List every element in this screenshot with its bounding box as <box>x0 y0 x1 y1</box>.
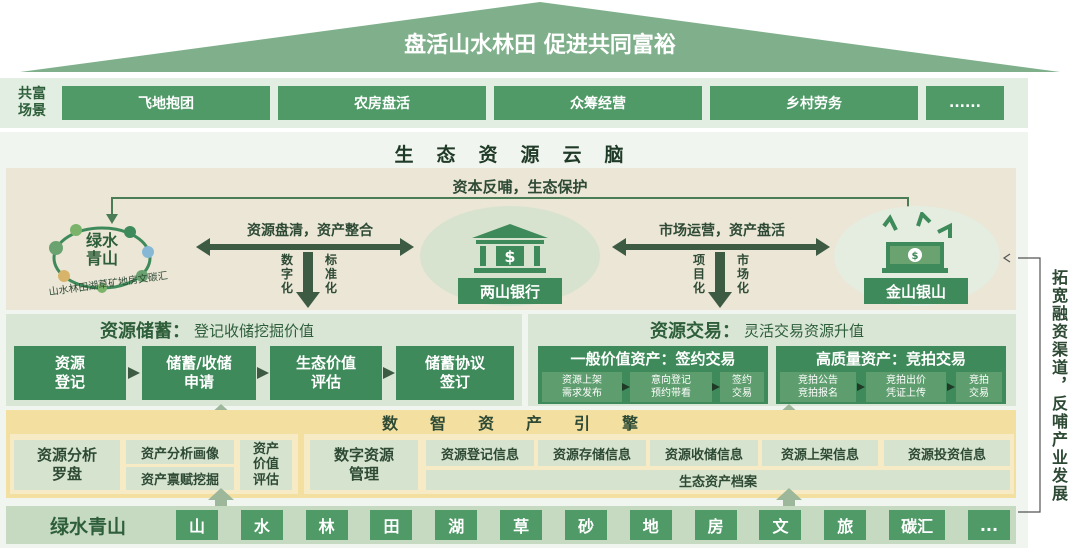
storage-step[interactable]: 储蓄/收储 申请 <box>142 346 256 400</box>
right-down-label-a: 项目化 <box>692 253 705 295</box>
right-double-arrow <box>612 238 830 256</box>
asset-valuation[interactable]: 资产 价值 评估 <box>240 440 292 490</box>
high-trade-title: 高质量资产：竞拍交易 <box>815 349 966 368</box>
info-box[interactable]: 资源投资信息 <box>884 440 1010 466</box>
base-item[interactable]: 房 <box>694 510 737 540</box>
circle-title: 绿水 青山 <box>85 230 118 268</box>
ecological-asset-archive[interactable]: 生态资产档案 <box>426 470 1010 490</box>
base-items: 山 水 林 田 湖 草 砂 地 房 文 旅 碳汇 ... <box>176 510 1010 540</box>
base-label: 绿水青山 <box>49 515 126 538</box>
info-box[interactable]: 资源登记信息 <box>426 440 534 466</box>
base-item[interactable]: 湖 <box>435 510 478 540</box>
scenario-item[interactable]: 众筹经营 <box>494 86 702 120</box>
scenario-label: 共富 场景 <box>18 85 46 120</box>
engine-title: 数 智 资 产 引 擎 <box>381 414 638 433</box>
left-down-label-b: 标准化 <box>324 253 337 295</box>
storage-subtitle: 登记收储挖掘价值 <box>194 321 315 340</box>
general-step-b[interactable]: 意向登记 预约带看 <box>630 372 712 402</box>
storage-title: 资源储蓄： <box>100 321 190 342</box>
up-arrow-engine-left <box>208 488 234 510</box>
high-step-a[interactable]: 竞拍公告 竞拍报名 <box>780 372 856 402</box>
brain-title: 生 态 资 源 云 脑 <box>394 143 626 166</box>
right-flow-label: 市场运营，资产盘活 <box>659 223 785 239</box>
bank-label[interactable]: 两山银行 <box>458 278 562 304</box>
storage-step[interactable]: 储蓄协议 签订 <box>396 346 514 400</box>
svg-text:$: $ <box>912 251 919 262</box>
base-item[interactable]: 地 <box>629 510 672 540</box>
storage-step[interactable]: 资源 登记 <box>14 346 126 400</box>
base-item[interactable]: 林 <box>305 510 348 540</box>
base-item[interactable]: 田 <box>370 510 413 540</box>
base-item[interactable]: 旅 <box>824 510 867 540</box>
general-trade-title: 一般价值资产：签约交易 <box>570 349 736 368</box>
right-down-label-b: 市场化 <box>736 253 749 295</box>
base-item[interactable]: ... <box>967 510 1010 540</box>
bank-building-icon: $ <box>472 224 548 273</box>
svg-text:$: $ <box>504 247 515 266</box>
gold-label[interactable]: 金山银山 <box>864 278 968 304</box>
landscape-circle-icon <box>49 224 154 293</box>
scenario-item[interactable]: 农房盘活 <box>278 86 486 120</box>
left-double-arrow <box>196 238 414 256</box>
base-item[interactable]: 山 <box>176 510 218 540</box>
asset-portrait[interactable]: 资产分析画像 <box>126 440 234 464</box>
base-item[interactable]: 水 <box>240 510 283 540</box>
money-cash-icon: $ <box>882 212 952 273</box>
left-down-label-a: 数字化 <box>280 253 293 295</box>
left-flow-label: 资源盘清，资产整合 <box>247 223 373 239</box>
base-item[interactable]: 碳汇 <box>889 510 946 540</box>
info-box[interactable]: 资源收储信息 <box>650 440 758 466</box>
storage-step[interactable]: 生态价值 评估 <box>270 346 382 400</box>
trade-subtitle: 灵活交易资源升值 <box>744 321 865 340</box>
trade-header: 资源交易： 灵活交易资源升值 <box>650 318 950 342</box>
feedback-label: 资本反哺，生态保护 <box>452 177 588 196</box>
general-step-c[interactable]: 签约 交易 <box>720 372 764 402</box>
general-step-a[interactable]: 资源上架 需求发布 <box>542 372 622 402</box>
scenario-item[interactable]: 飞地抱团 <box>62 86 270 120</box>
info-box[interactable]: 资源上架信息 <box>762 440 878 466</box>
analysis-compass[interactable]: 资源分析 罗盘 <box>14 440 120 490</box>
storage-header: 资源储蓄： 登记收储挖掘价值 <box>100 318 440 342</box>
scenario-item[interactable]: 乡村劳务 <box>710 86 918 120</box>
scenario-item[interactable]: ...... <box>926 86 1004 120</box>
roof-shape <box>20 2 1060 72</box>
base-item[interactable]: 砂 <box>564 510 607 540</box>
side-text: 拓宽融资渠道，反哺产业发展 <box>1049 269 1068 503</box>
left-down-arrow <box>296 252 320 308</box>
base-item[interactable]: 文 <box>759 510 802 540</box>
high-step-b[interactable]: 竞拍出价 凭证上传 <box>866 372 946 402</box>
roof-title: 盘活山水林田 促进共同富裕 <box>404 33 676 58</box>
base-item[interactable]: 草 <box>500 510 543 540</box>
asset-endowment[interactable]: 资产禀赋挖掘 <box>126 467 234 490</box>
up-arrow-engine-right <box>776 488 802 510</box>
digital-resource-management[interactable]: 数字资源 管理 <box>310 440 418 490</box>
info-box[interactable]: 资源存储信息 <box>538 440 646 466</box>
trade-title: 资源交易： <box>650 321 740 342</box>
right-down-arrow <box>708 252 732 308</box>
high-step-c[interactable]: 竞拍 交易 <box>956 372 1002 402</box>
